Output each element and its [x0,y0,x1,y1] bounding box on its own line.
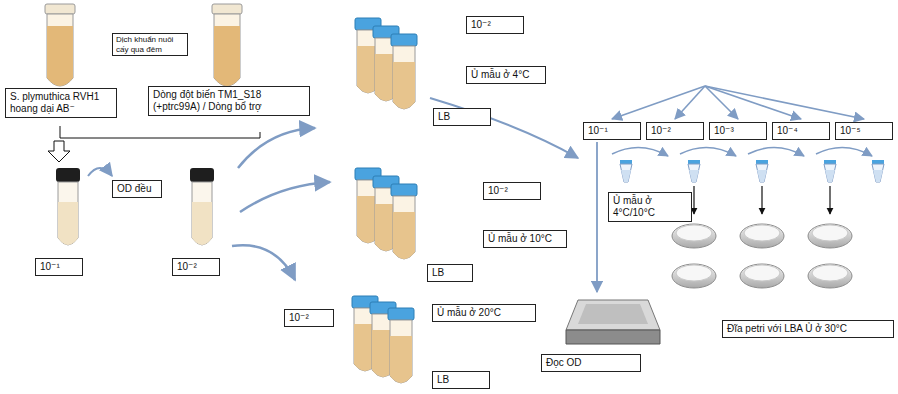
label-box: OD đều [112,180,162,198]
eppendorf-tube [872,160,884,182]
transfer-arrow [430,98,578,158]
eppendorf-tube [620,160,632,182]
lb-tube [388,308,414,383]
box-text: LB [432,267,468,279]
box-text: 10⁻¹ [588,125,636,137]
label-box: Đĩa petri với LBA Ủ ở 30°C [722,320,894,338]
box-text: 10⁻⁵ [840,125,888,137]
label-box: LB [433,108,491,126]
label-box: 10⁻² [284,309,334,327]
label-box: Dòng đột biến TM1_S18 (+ptrc99A) / Dòng … [148,86,310,116]
transfer-arrow [240,182,330,212]
label-box: 10⁻² [172,258,220,276]
petri-dish [740,264,784,288]
fan-arrows [612,86,864,119]
label-box: Ủ mẫu ở 10°C [483,230,567,248]
transfer-arrow [232,245,295,280]
transfer-arrow [238,128,315,168]
box-text: 10⁻² [471,19,519,31]
eppendorf-tube [756,160,768,182]
box-text: 10⁻² [651,125,699,137]
read-arrow [596,142,598,292]
label-box: 10⁻³ [709,122,767,140]
label-box: Ủ mẫu ở 4°C [466,66,546,84]
box-text: 10⁻⁴ [777,125,825,137]
serial-dilution-arrows [612,147,872,156]
label-box: 10⁻¹ [583,122,641,140]
label-box: S. plymuthica RVH1 hoang dại AB⁻ [5,88,117,118]
box-text: Ủ mẫu ở 10°C [488,233,562,245]
box-text: 10⁻² [488,185,536,197]
bracket [60,126,260,138]
plate-reader [566,300,660,344]
label-box: 10⁻² [483,182,541,200]
label-box: 10⁻¹ [35,258,83,276]
box-text: 10⁻¹ [40,261,78,273]
label-box: 10⁻⁵ [835,122,893,140]
box-text: Ủ mẫu ở 20°C [437,307,531,319]
label-box: Ủ mẫu ở 20°C [432,304,536,322]
label-box: Đọc OD [541,354,641,372]
petri-dish [672,224,716,248]
box-text: S. plymuthica RVH1 hoang dại AB⁻ [10,91,112,115]
label-box: LB [427,264,473,282]
label-box: LB [432,371,490,389]
diluted-tube [190,168,214,245]
box-text: Dịch khuẩn nuôi cấy qua đêm [116,35,184,54]
diluted-tube [56,168,80,245]
culture-tube [45,4,75,86]
plating-arrows [694,186,830,214]
box-text: 10⁻² [177,261,215,273]
label-box: Ủ mẫu ở 4°C/10°C [608,192,692,222]
box-text: Ủ mẫu ở 4°C [471,69,541,81]
box-text: OD đều [117,183,157,195]
box-text: 10⁻² [289,312,329,324]
eppendorf-tube [688,160,700,182]
label-box: 10⁻⁴ [772,122,830,140]
label-box: 10⁻² [466,16,524,34]
petri-dish [740,224,784,248]
lb-tube [391,34,417,109]
eppendorf-tube [824,160,836,182]
transfer-arrow [88,168,112,176]
box-text: 10⁻³ [714,125,762,137]
box-text: Dòng đột biến TM1_S18 (+ptrc99A) / Dòng … [153,89,305,113]
box-text: Đĩa petri với LBA Ủ ở 30°C [727,323,889,335]
culture-tube [212,4,242,86]
box-text: LB [438,111,486,123]
petri-dish [808,224,852,248]
box-text: Ủ mẫu ở 4°C/10°C [613,195,687,219]
label-box: Dịch khuẩn nuôi cấy qua đêm [112,33,188,56]
petri-dish [672,264,716,288]
lb-tube [391,184,417,259]
petri-dish [808,264,852,288]
label-box: 10⁻² [646,122,704,140]
box-text: Đọc OD [546,357,636,369]
box-text: LB [437,374,485,386]
hollow-arrow [48,141,70,162]
